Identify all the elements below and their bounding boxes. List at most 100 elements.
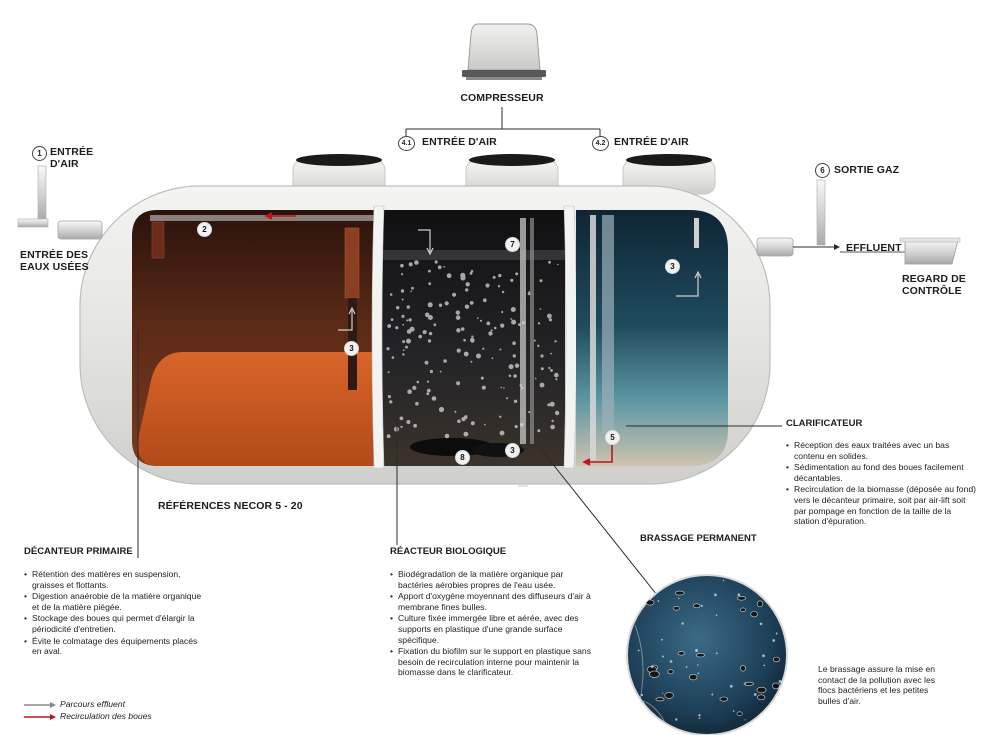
air-bubble	[456, 328, 461, 333]
air-bubble	[406, 305, 410, 309]
regard-line1: REGARD DE	[902, 273, 966, 285]
air-bubble	[406, 338, 411, 344]
air-bubble	[431, 396, 437, 401]
air-bubble	[510, 318, 513, 320]
air-bubble	[425, 314, 429, 318]
reacteur-title: RÉACTEUR BIOLOGIQUE	[390, 546, 507, 557]
bacterial-floc	[750, 611, 758, 618]
air-bubble	[488, 331, 493, 336]
partition-walls	[371, 205, 577, 469]
air-bubble	[456, 348, 461, 353]
air-bubble	[497, 285, 501, 288]
decanteur-compartment	[132, 210, 610, 466]
marker-2: 2	[197, 222, 212, 237]
air-bubble	[470, 421, 475, 426]
air-bubble	[426, 392, 429, 396]
decanteur-item: Évite le colmatage des équipements placé…	[24, 636, 209, 657]
fine-bubble	[697, 672, 700, 675]
fine-bubble	[759, 725, 761, 727]
bacterial-floc	[719, 696, 728, 702]
bacterial-floc	[655, 697, 665, 702]
air-bubble	[428, 282, 432, 286]
fine-bubble	[662, 692, 664, 694]
reacteur-item: Apport d'oxygène moyennant des diffuseur…	[390, 591, 596, 612]
entree-eaux-line1: ENTRÉE DES	[20, 249, 89, 261]
air-bubble	[401, 314, 405, 318]
air-bubble	[550, 369, 553, 372]
air-bubble	[508, 374, 512, 378]
bacterial-floc	[664, 692, 674, 699]
brassage-title: BRASSAGE PERMANENT	[640, 533, 757, 544]
air-bubble	[405, 345, 408, 349]
air-bubble	[493, 326, 497, 330]
entree-eaux-usees-label: ENTRÉE DES EAUX USÉES	[20, 249, 89, 273]
entree-air-1-label: ENTRÉE D'AIR	[50, 146, 93, 170]
air-bubble	[425, 330, 427, 333]
bacterial-floc	[736, 596, 747, 601]
air-bubble	[554, 372, 559, 378]
legend-arrows	[24, 702, 56, 720]
air-bubble	[407, 389, 412, 395]
effluent-path-arrows	[338, 229, 702, 487]
marker-7: 7	[505, 237, 520, 252]
fine-bubble	[762, 654, 765, 658]
fine-bubble	[753, 693, 757, 696]
air-bubble	[413, 423, 417, 428]
fine-bubble	[698, 714, 701, 717]
bacterial-floc	[757, 694, 766, 701]
air-bubble	[537, 344, 540, 347]
legend-effluent-label: Parcours effluent	[60, 699, 125, 709]
bacterial-floc	[740, 665, 746, 672]
outlet-pipe	[756, 237, 794, 257]
bacterial-floc	[740, 607, 747, 612]
air-bubble	[400, 289, 405, 293]
entree-air-4-1-label: ENTRÉE D'AIR	[422, 136, 497, 148]
air-bubble	[456, 381, 461, 386]
marker-4-1: 4.1	[398, 136, 415, 151]
air-bubble	[547, 403, 551, 407]
air-bubble	[409, 326, 415, 332]
decanteur-title: DÉCANTEUR PRIMAIRE	[24, 546, 133, 557]
air-bubble	[386, 434, 391, 439]
air-bubble	[465, 288, 469, 292]
air-bubble	[463, 351, 469, 357]
brassage-circle	[626, 574, 788, 735]
fine-bubble	[675, 718, 678, 721]
air-bubble	[389, 293, 393, 296]
sortie-gaz-label: SORTIE GAZ	[834, 164, 900, 176]
air-bubble	[521, 386, 524, 390]
air-bubble	[400, 263, 404, 268]
air-bubble	[402, 353, 405, 356]
air-bubble	[539, 382, 545, 388]
air-bubble	[511, 319, 517, 325]
air-bubble	[481, 385, 486, 390]
air-bubble	[443, 266, 446, 268]
clarificateur-compartment	[576, 210, 728, 466]
recirculation-path	[264, 212, 613, 466]
air-bubble	[482, 347, 485, 350]
air-bubble	[465, 282, 470, 287]
fine-bubble	[698, 717, 701, 719]
air-bubble	[457, 419, 461, 424]
air-bubble	[513, 374, 517, 378]
air-distribution-lines	[405, 107, 601, 136]
air-bubble	[515, 272, 519, 276]
air-bubble	[480, 376, 484, 380]
air-bubble	[434, 260, 438, 264]
air-bubble	[410, 290, 413, 293]
brassage-text: Le brassage assure la mise en contact de…	[818, 664, 936, 706]
air-bubble	[455, 310, 460, 315]
air-bubble	[402, 349, 405, 351]
legend-recirculation-label: Recirculation des boues	[60, 711, 152, 721]
air-bubble	[391, 356, 395, 359]
air-bubble	[408, 318, 412, 322]
air-bubble	[537, 322, 541, 325]
air-bubble	[411, 286, 414, 290]
air-bubble	[437, 265, 442, 270]
air-bubble	[418, 334, 423, 339]
air-bubble	[522, 321, 525, 325]
air-bubble	[512, 341, 516, 346]
air-bubble	[406, 319, 409, 322]
air-bubble	[551, 419, 554, 423]
air-bubble	[519, 384, 522, 387]
